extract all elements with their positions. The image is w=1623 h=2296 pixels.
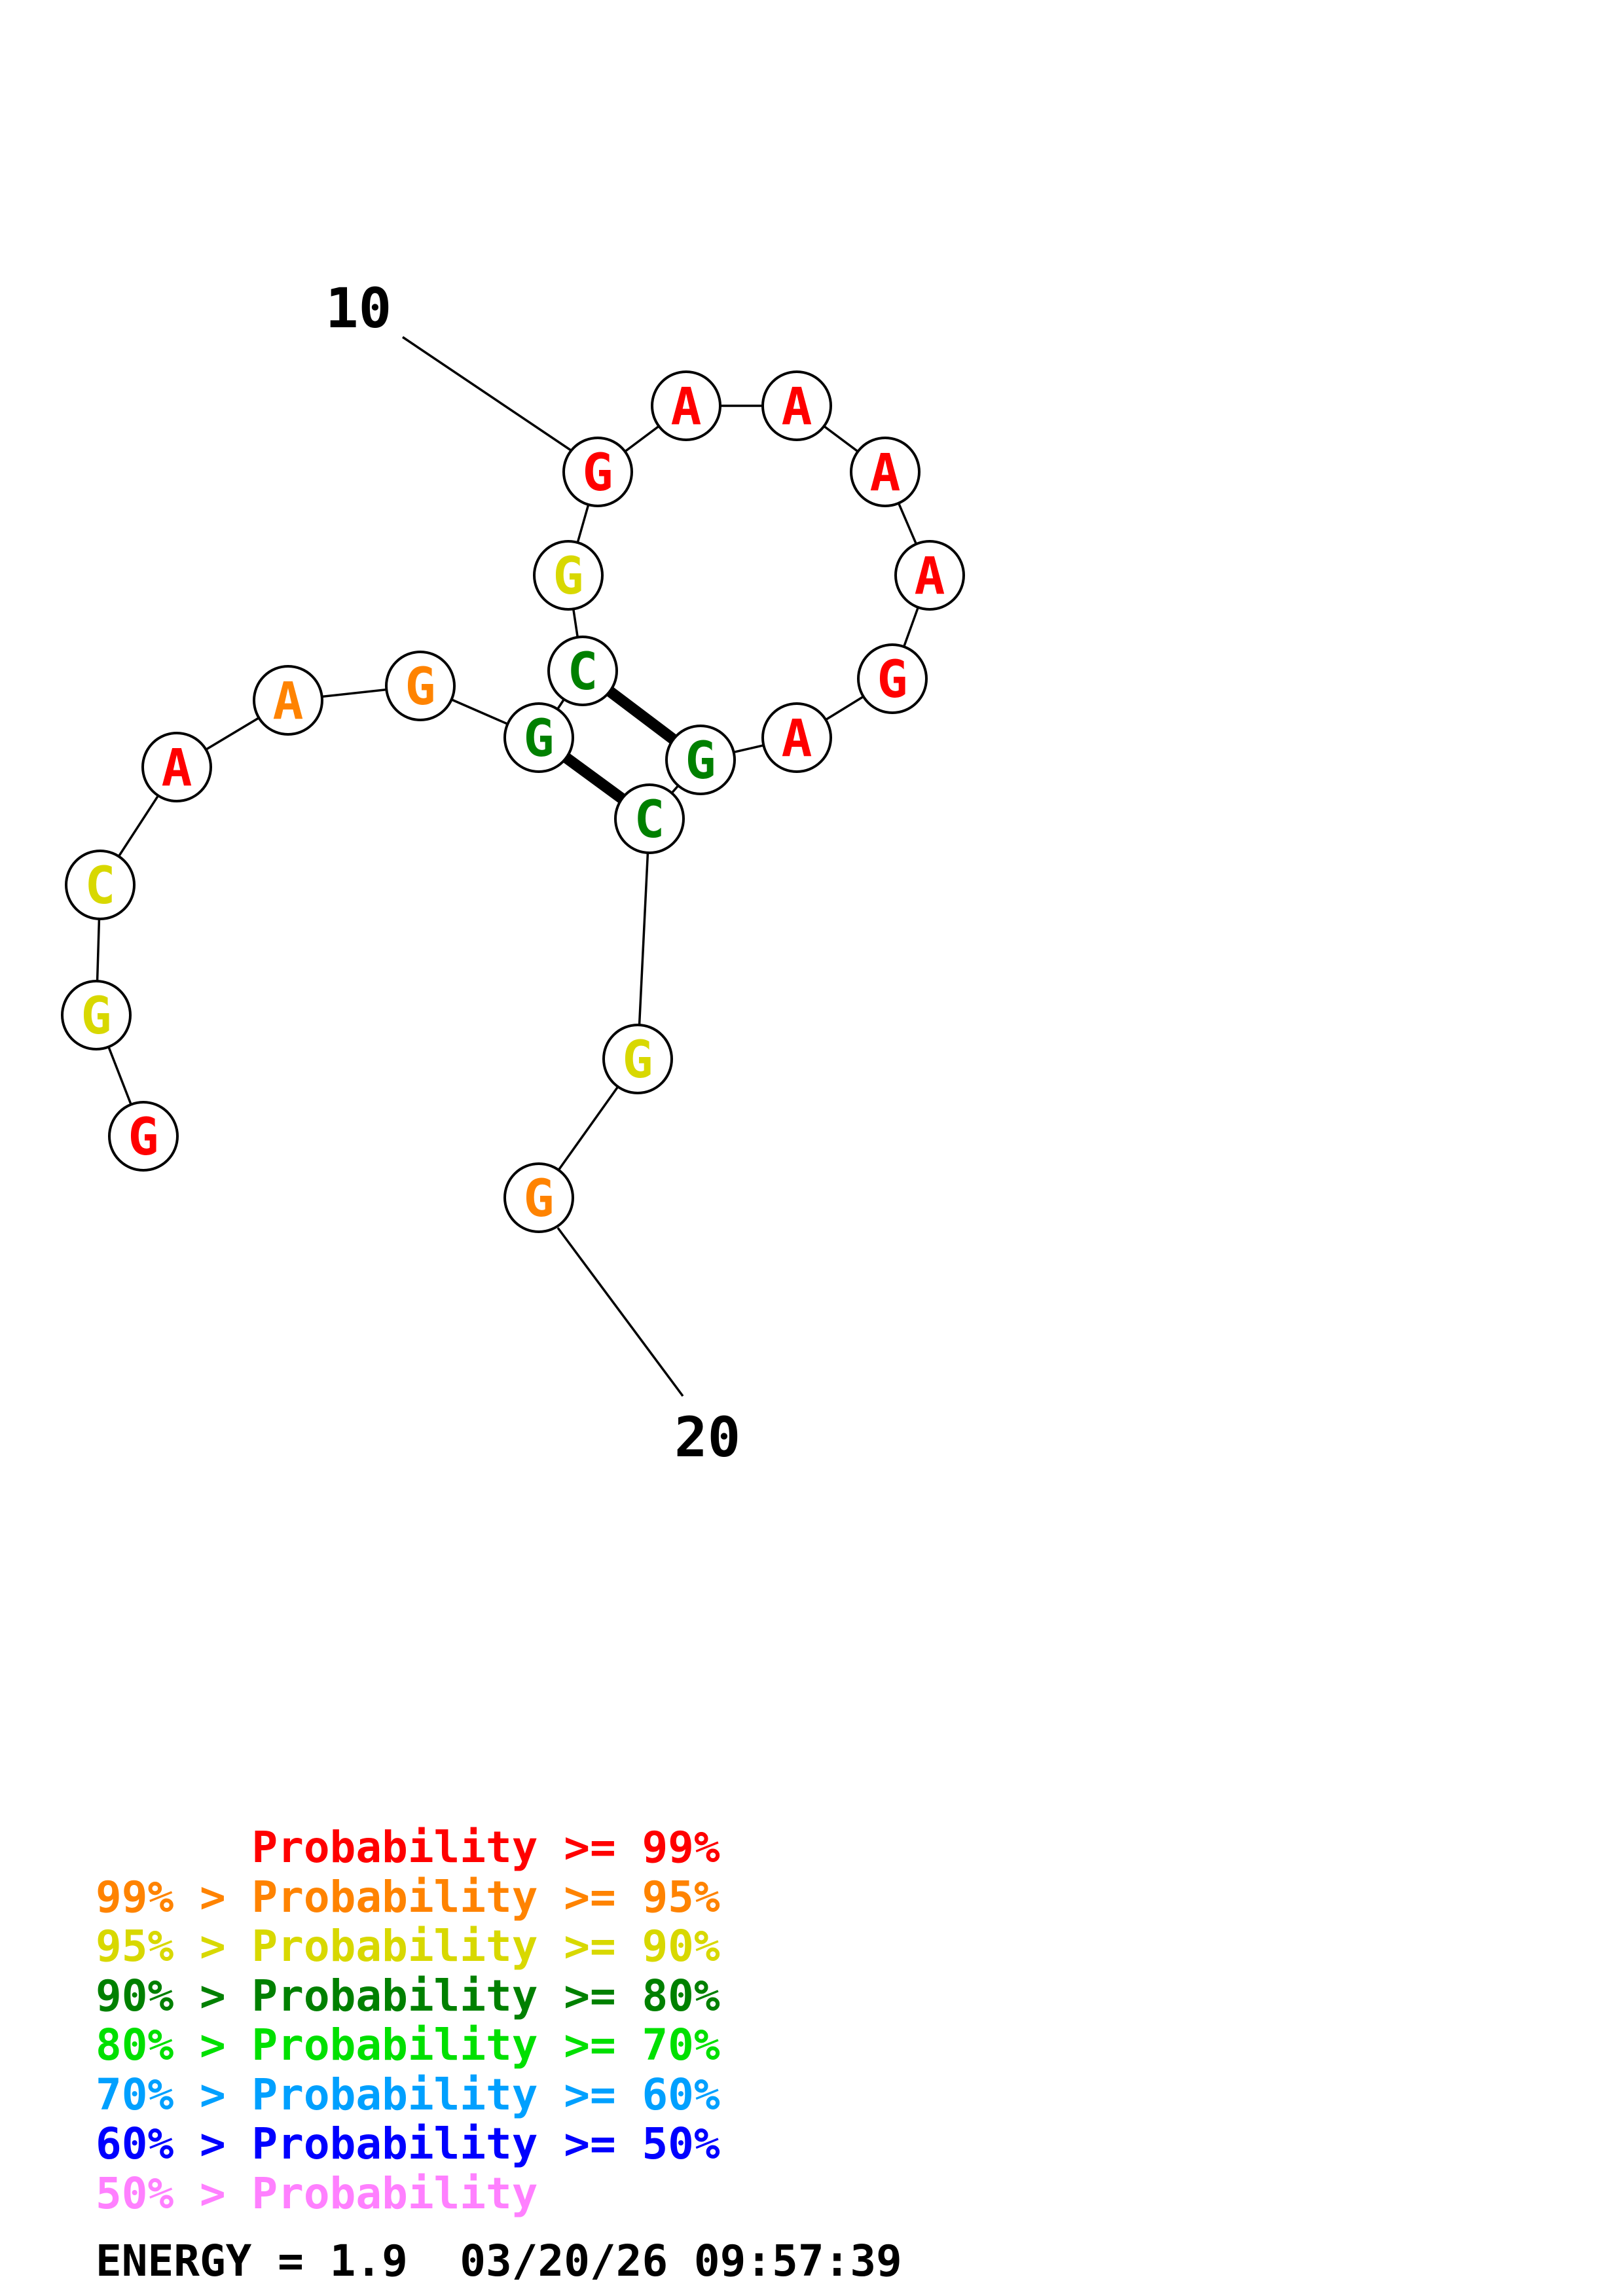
nucleotide-circle xyxy=(65,850,136,920)
nucleotide-circle xyxy=(61,980,132,1050)
nucleotide-circle xyxy=(894,540,965,611)
index-label: 10 xyxy=(325,276,392,340)
nucleotide-base: G xyxy=(128,1108,159,1167)
index-leader-line xyxy=(556,1227,684,1397)
probability-legend: Probability >= 99%99% > Probability >= 9… xyxy=(96,1823,720,2218)
nucleotide-circle xyxy=(850,437,921,507)
nucleotide-base: G xyxy=(623,1031,653,1090)
nucleotide-base: C xyxy=(85,857,116,916)
index-leader-line xyxy=(402,336,572,452)
legend-entry: 95% > Probability >= 90% xyxy=(96,1921,720,1971)
nucleotide-base: A xyxy=(273,672,304,731)
nucleotide-circle xyxy=(503,1162,574,1233)
index-leader-lines-layer xyxy=(402,336,684,1397)
index-labels-layer: 10 20 xyxy=(325,276,740,1469)
nucleotide-base: G xyxy=(583,444,613,503)
nucleotide-base: G xyxy=(524,709,555,768)
nucleotide-circle xyxy=(503,702,574,773)
backbone-bonds-layer xyxy=(95,404,931,1199)
nucleotide-base: G xyxy=(405,658,436,717)
nucleotide-circle xyxy=(253,665,323,736)
nucleotide-base: G xyxy=(877,651,908,709)
nucleotide-base: C xyxy=(634,791,665,850)
legend-entry: 90% > Probability >= 80% xyxy=(96,1970,720,2021)
nucleotide-circle xyxy=(761,370,832,441)
nucleotide-circle xyxy=(614,783,685,854)
nucleotide-circle xyxy=(761,702,832,773)
nucleotide-circle xyxy=(602,1024,673,1094)
nucleotide-circle xyxy=(857,643,928,714)
legend-entry: 60% > Probability >= 50% xyxy=(96,2119,720,2169)
legend-entry: 80% > Probability >= 70% xyxy=(96,2020,720,2070)
nucleotide-base: A xyxy=(915,547,945,606)
legend-entry: 50% > Probability xyxy=(96,2168,538,2219)
nucleotide-base: A xyxy=(782,378,812,437)
nucleotide-base: G xyxy=(81,987,112,1046)
nucleotide-circle xyxy=(547,636,618,706)
nucleotide-base: A xyxy=(162,739,192,798)
nucleotide-circle xyxy=(562,437,633,507)
nucleotide-base: A xyxy=(782,709,812,768)
nucleotide-circle xyxy=(141,732,212,802)
nucleotide-base: C xyxy=(568,643,598,702)
legend-entry: Probability >= 99% xyxy=(96,1822,720,1873)
legend-entry: 99% > Probability >= 95% xyxy=(96,1871,720,1922)
nucleotide-circle xyxy=(665,725,736,795)
nucleotide-base: G xyxy=(524,1170,555,1229)
nucleotide-base: A xyxy=(870,444,901,503)
nucleotide-circle xyxy=(108,1101,179,1172)
backbone-bond xyxy=(636,818,651,1060)
nucleotide-circle xyxy=(651,370,721,441)
nucleotide-base: G xyxy=(685,732,716,791)
nucleotide-circle xyxy=(385,651,456,721)
nucleotide-base: G xyxy=(553,547,584,606)
index-label: 20 xyxy=(674,1405,740,1469)
energy-text: ENERGY = 1.9 03/20/26 09:57:39 xyxy=(96,2236,902,2286)
nucleotide-circle xyxy=(533,540,604,611)
legend-entry: 70% > Probability >= 60% xyxy=(96,2069,720,2120)
nucleotide-base: A xyxy=(671,378,702,437)
